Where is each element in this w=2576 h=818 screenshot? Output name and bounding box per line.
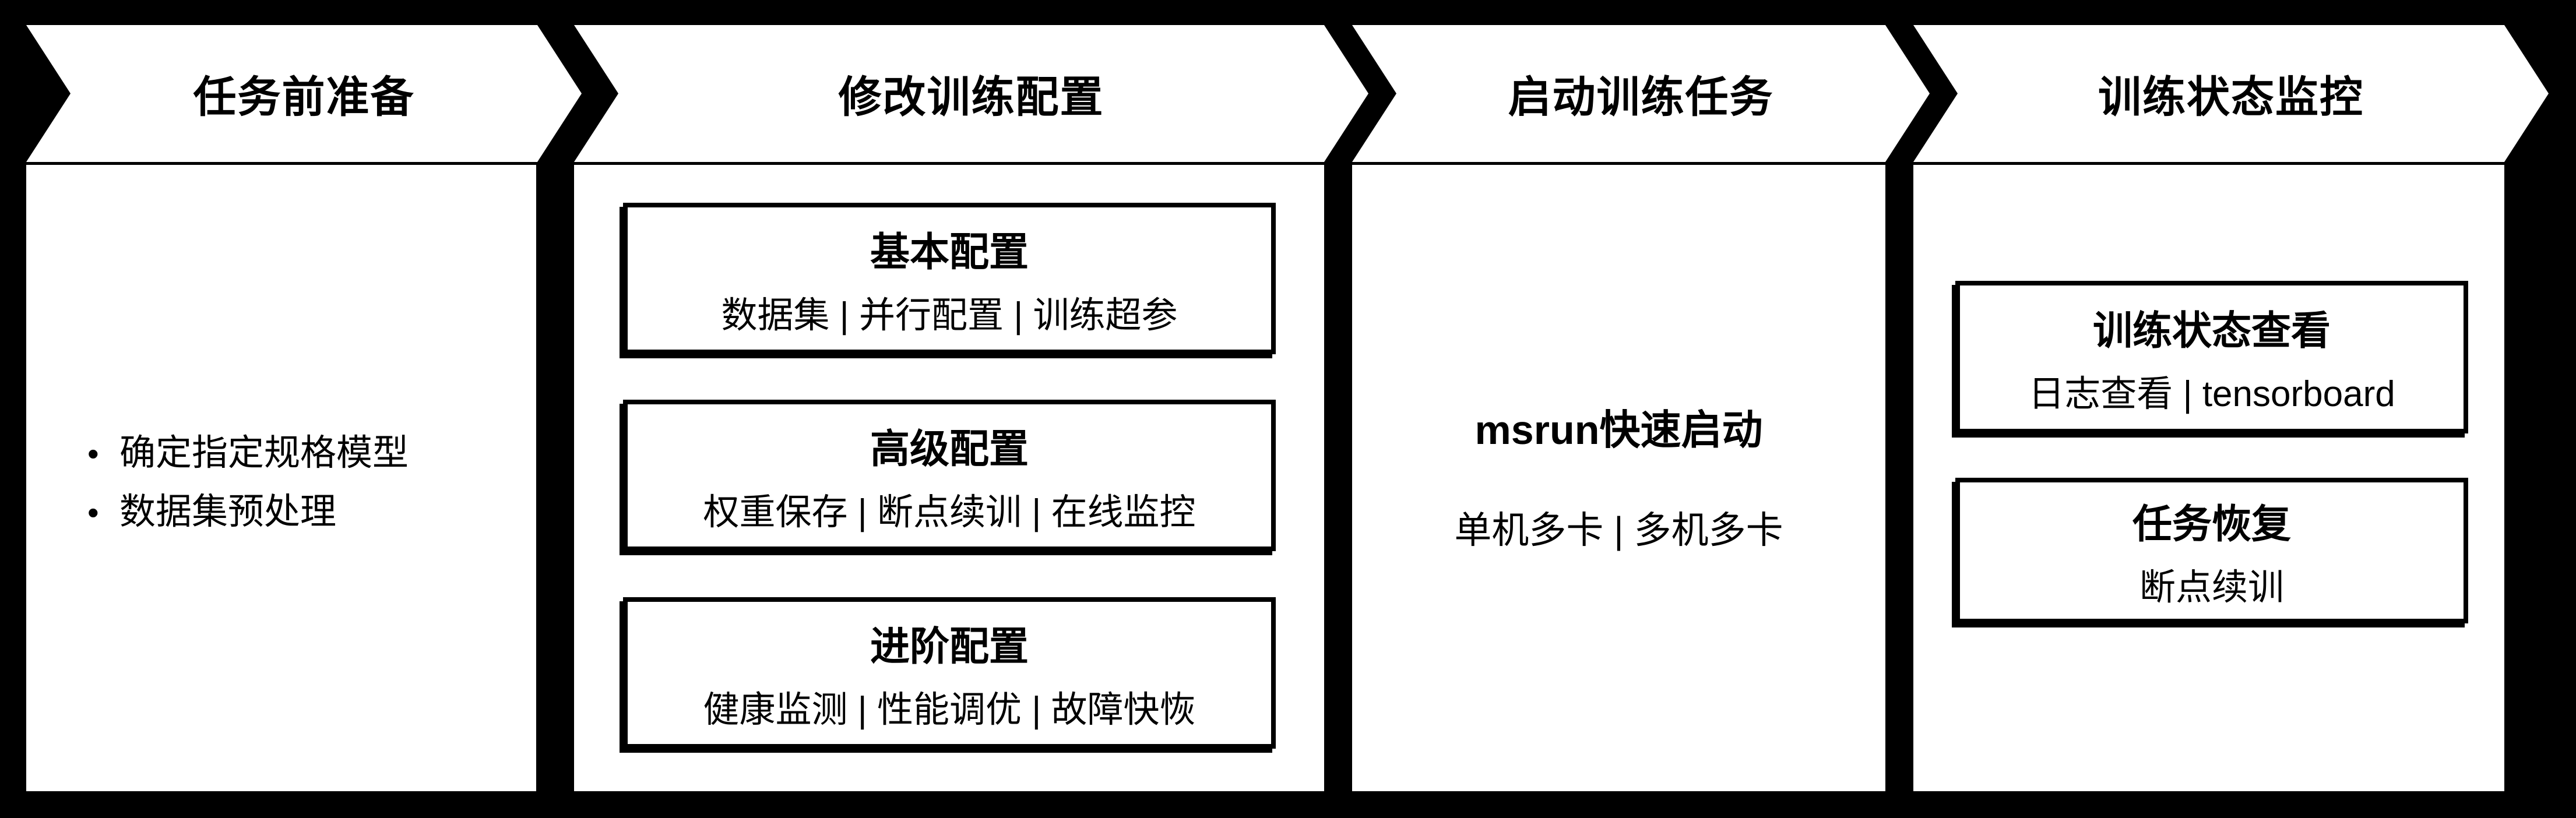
card-title: 基本配置 (870, 230, 1029, 274)
stage-title: 启动训练任务 (1508, 73, 1774, 121)
card-subtitle: 日志查看 | tensorboard (2028, 373, 2395, 414)
msrun-subline: 单机多卡 | 多机多卡 (1454, 509, 1783, 551)
card-task-recovery: 任务恢复 断点续训 (1955, 478, 2468, 623)
card-title: 进阶配置 (870, 624, 1029, 669)
card-title: 训练状态查看 (2092, 308, 2331, 353)
stage-title: 训练状态监控 (2098, 73, 2364, 121)
stage-banner-modify-config: 修改训练配置 (574, 25, 1368, 162)
list-item: • 确定指定规格模型 (87, 424, 519, 483)
list-item: • 数据集预处理 (87, 483, 519, 542)
msrun-heading: msrun快速启动 (1474, 407, 1763, 453)
card-basic-config: 基本配置 数据集 | 并行配置 | 训练超参 (623, 203, 1276, 354)
card-advanced-config: 高级配置 权重保存 | 断点续训 | 在线监控 (623, 400, 1276, 551)
bullet-dot: • (87, 435, 99, 472)
card-subtitle: 数据集 | 并行配置 | 训练超参 (721, 295, 1178, 336)
bullet-text: 数据集预处理 (119, 492, 337, 532)
bullet-text: 确定指定规格模型 (119, 433, 409, 473)
card-subtitle: 权重保存 | 断点续训 | 在线监控 (703, 492, 1196, 533)
panel-monitoring: 训练状态查看 日志查看 | tensorboard 任务恢复 断点续训 (1913, 165, 2504, 791)
card-expert-config: 进阶配置 健康监测 | 性能调优 | 故障快恢 (623, 597, 1276, 749)
card-training-status-view: 训练状态查看 日志查看 | tensorboard (1955, 281, 2468, 433)
stage-banner-launch-task: 启动训练任务 (1352, 25, 1930, 162)
card-subtitle: 健康监测 | 性能调优 | 故障快恢 (703, 689, 1196, 730)
stage-title: 修改训练配置 (838, 73, 1104, 121)
card-title: 任务恢复 (2132, 502, 2291, 546)
panel-launch-task: msrun快速启动 单机多卡 | 多机多卡 (1352, 165, 1885, 791)
stage-banner-preparation: 任务前准备 (26, 25, 582, 162)
stage-banner-monitoring: 训练状态监控 (1913, 25, 2549, 162)
card-subtitle: 断点续训 (2139, 567, 2284, 608)
bullet-dot: • (87, 494, 99, 531)
preparation-bullet-list: • 确定指定规格模型 • 数据集预处理 (87, 424, 519, 542)
panel-modify-config: 基本配置 数据集 | 并行配置 | 训练超参 高级配置 权重保存 | 断点续训 … (574, 165, 1324, 791)
card-title: 高级配置 (870, 426, 1029, 471)
stage-title: 任务前准备 (193, 73, 415, 121)
panel-preparation: • 确定指定规格模型 • 数据集预处理 (26, 165, 536, 791)
